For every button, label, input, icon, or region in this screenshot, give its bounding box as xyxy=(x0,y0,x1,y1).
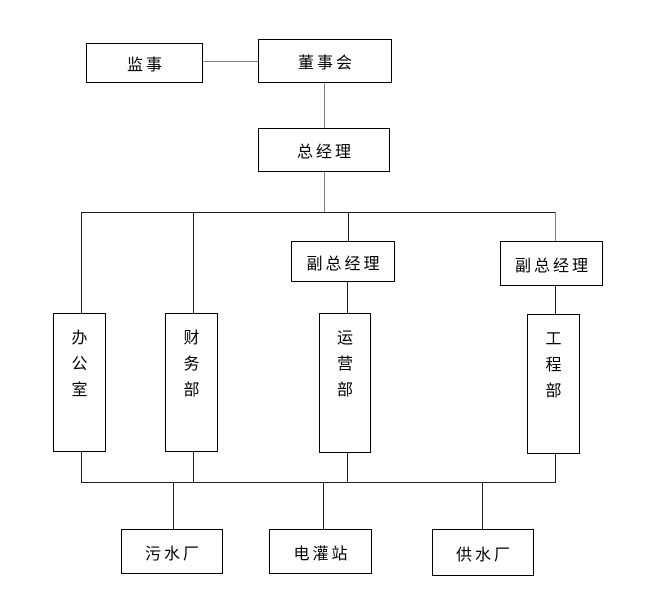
connector-board-general-manager xyxy=(324,83,325,128)
node-irrigation-station: 电灌站 xyxy=(269,529,372,574)
node-water-plant: 供水厂 xyxy=(432,529,534,576)
node-office: 办公室 xyxy=(53,313,106,452)
connector-top-bus xyxy=(81,212,556,213)
node-deputy-general-manager-1: 副总经理 xyxy=(291,241,395,282)
connector-bus-office xyxy=(81,212,82,313)
connector-general-manager-bus xyxy=(324,172,325,212)
node-engineering-dept-label: 工程部 xyxy=(545,331,562,400)
node-general-manager-label: 总经理 xyxy=(296,144,354,161)
connector-office-bottom-bus xyxy=(81,452,82,482)
connector-finance-bottom-bus xyxy=(193,452,194,482)
connector-operations-bottom-bus xyxy=(347,453,348,482)
connector-bus-finance xyxy=(193,212,194,313)
node-general-manager: 总经理 xyxy=(258,128,390,172)
connector-bus-sewage-plant xyxy=(173,482,174,529)
node-office-label: 办公室 xyxy=(71,330,88,399)
node-finance-dept-label: 财务部 xyxy=(183,330,200,399)
node-water-plant-label: 供水厂 xyxy=(455,546,513,564)
connector-bus-deputy-gm-2 xyxy=(555,212,556,241)
connector-bus-water-plant xyxy=(482,482,483,529)
node-operations-dept-label: 运营部 xyxy=(337,330,354,399)
connector-bus-deputy-gm-1 xyxy=(348,212,349,241)
connector-deputy-gm-2-engineering xyxy=(555,286,556,314)
node-operations-dept: 运营部 xyxy=(319,313,371,453)
node-deputy-general-manager-2: 副总经理 xyxy=(500,241,603,286)
connector-engineering-bottom-bus xyxy=(555,454,556,482)
node-sewage-plant: 污水厂 xyxy=(121,529,223,574)
node-finance-dept: 财务部 xyxy=(165,313,218,452)
connector-bus-irrigation-station xyxy=(323,482,324,529)
node-sewage-plant-label: 污水厂 xyxy=(144,545,202,563)
node-deputy-gm-2-label: 副总经理 xyxy=(514,257,591,275)
node-engineering-dept: 工程部 xyxy=(527,314,580,454)
node-irrigation-station-label: 电灌站 xyxy=(293,545,351,563)
connector-deputy-gm-1-operations xyxy=(347,282,348,313)
node-deputy-gm-1-label: 副总经理 xyxy=(306,255,383,273)
connector-supervisor-board xyxy=(203,61,258,62)
node-supervisor-label: 监事 xyxy=(126,57,165,74)
node-supervisor: 监事 xyxy=(86,43,203,83)
connector-bottom-bus xyxy=(81,482,556,483)
node-board-of-directors: 董事会 xyxy=(258,39,392,83)
node-board-label: 董事会 xyxy=(297,55,355,72)
